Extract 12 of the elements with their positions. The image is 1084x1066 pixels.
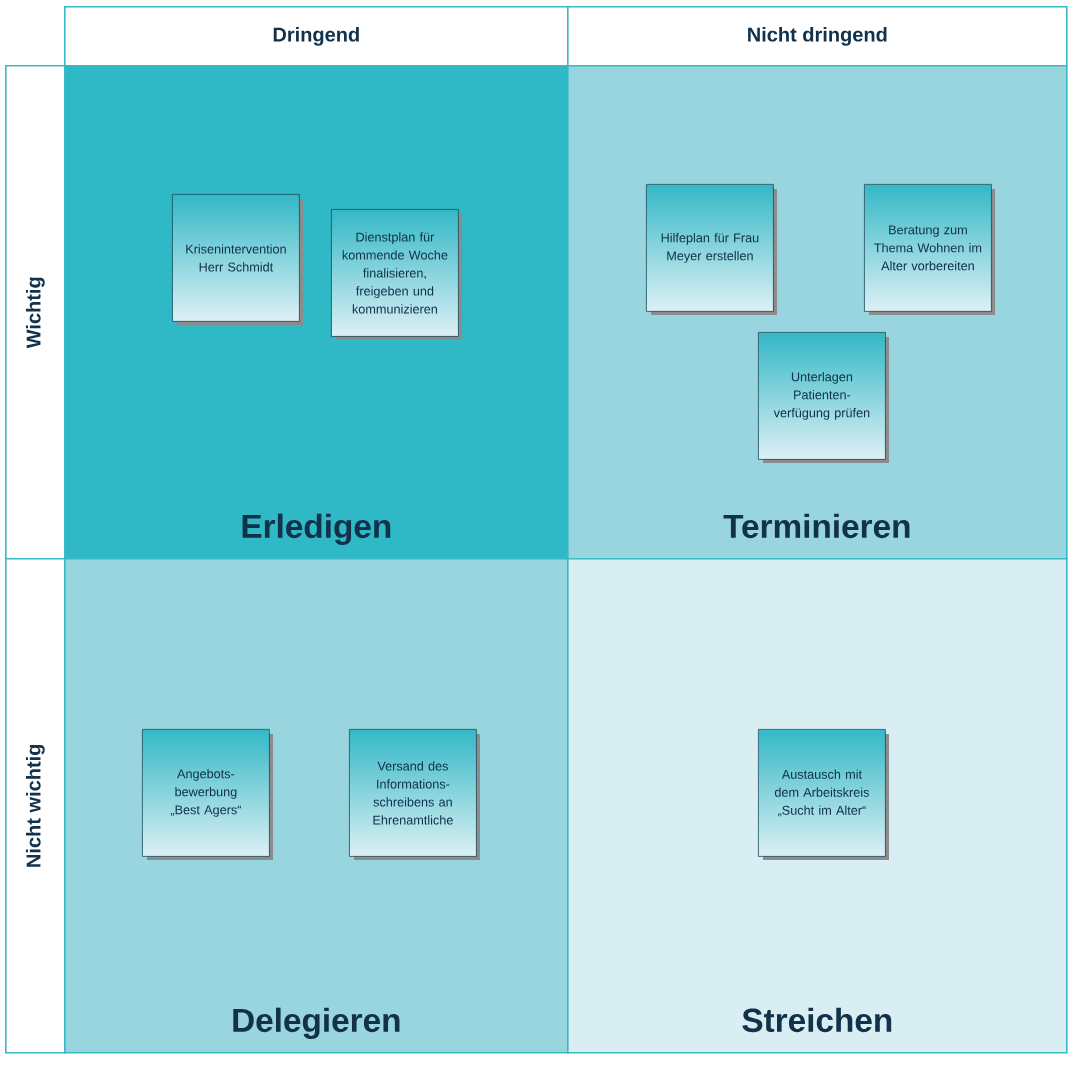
sticky-note: Krisenintervention Herr Schmidt [172,194,303,325]
sticky-note: Unterlagen Patienten- verfügung prüfen [758,332,889,463]
sticky-note: Versand des Informations- schreibens an Ehrenamtliche [349,729,480,860]
sticky-note: Beratung zum Thema Wohnen im Alter vorbereiten [864,184,995,315]
row-header: Wichtig [5,65,66,560]
sticky-note: Austausch mit dem Arbeitskreis „Sucht im Alter“ [758,729,889,860]
column-header: Nicht dringend [567,6,1068,67]
sticky-note: Angebots- bewerbung „Best Agers“ [142,729,273,860]
sticky-note: Dienstplan für kommende Woche finalisieren, freigeben und kommunizieren [331,209,462,340]
sticky-note: Hilfeplan für Frau Meyer erstellen [646,184,777,315]
row-header: Nicht wichtig [5,558,66,1054]
column-header: Dringend [64,6,569,67]
